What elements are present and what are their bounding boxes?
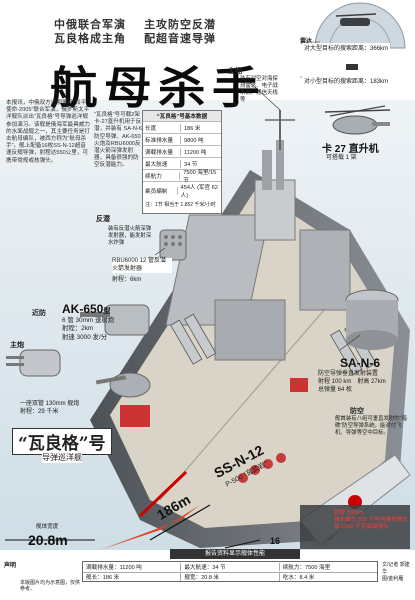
ak650-gun bbox=[80, 304, 150, 336]
radar-dome bbox=[314, 2, 406, 70]
rbu-launcher-name: RBU6000 12 管反潜火箭发射器 bbox=[112, 258, 172, 273]
helicopter-name: 卡 27 直升机 bbox=[322, 144, 379, 155]
red-launcher bbox=[120, 405, 150, 427]
spec-table-title: “瓦良格”号基本数据 bbox=[143, 111, 221, 121]
ship-type: 导弹巡洋舰 bbox=[42, 452, 82, 463]
vls-hatches bbox=[238, 453, 286, 483]
air-defense-label: 防空 bbox=[350, 408, 364, 415]
radar-air-range: 对大型目标的搜索距离：366km bbox=[302, 43, 391, 52]
table-row: 舰长：186 米舰宽：20.8 米吃水：8.4 米 bbox=[83, 571, 377, 582]
tagline-line: 中俄联合军演 bbox=[54, 19, 126, 31]
intro-article: 本报讯，中俄双方近期展开“和平使命-2005”联合军演，俄罗斯太平洋舰队派出“瓦… bbox=[6, 100, 90, 164]
rbu6000-launcher bbox=[159, 229, 187, 261]
table-row: 满载排水量：11200 吨最大航速：34 节续航力：7500 海里 bbox=[83, 562, 377, 572]
tagline-line: 瓦良格成主角 bbox=[54, 33, 126, 45]
tagline-line: 主攻防空反潜 bbox=[144, 19, 217, 31]
footer-table: 满载排水量：11200 吨最大航速：34 节续航力：7500 海里 舰长：186… bbox=[82, 561, 378, 582]
close-in-label: 近防 bbox=[32, 310, 46, 317]
asw-desc: 装有反潜火箭深弹发射器，能发射深水炸弹 bbox=[108, 226, 152, 246]
page-title: 航母杀手 bbox=[50, 63, 266, 114]
sa-n-6-name: SA-N-6 bbox=[340, 356, 381, 370]
air-defense-desc: 舰首装有八组可垂直发射的“暗礁”防空导弹系统，能对付飞机、导弹等空中目标。 bbox=[335, 416, 407, 436]
header-tagline: 中俄联合军演 瓦良格成主角 主攻防空反潜 配超音速导弹 bbox=[54, 18, 230, 46]
mid-article: “瓦良格”号可载2架卡-27直升机用于反潜，并装有 SA-N-6 防空导弹、AK… bbox=[94, 112, 142, 169]
ssm-specs: 射程 550km 弹头威力 350 千吨当量核弹头或 1000 千克高爆弹头 bbox=[334, 510, 408, 530]
ship-name-quote: “瓦良格”号 bbox=[12, 428, 112, 455]
main-gun-specs: 一座双管 130mm 舰炮 射程：29 千米 bbox=[20, 401, 80, 415]
rbu-range: 射程：6km bbox=[112, 277, 142, 283]
radar-label: 雷达 bbox=[300, 39, 313, 45]
asw-label: 反潜 bbox=[96, 216, 110, 223]
main-gun-label: 主炮 bbox=[10, 342, 24, 349]
tagline-line: 配超音速导弹 bbox=[144, 33, 217, 45]
mast-desc: 装有对空对海探测雷达、电子战系统、通信天线等 bbox=[240, 76, 278, 103]
sa-n-6-silo bbox=[345, 289, 399, 350]
beam-label: 舰体宽度 bbox=[36, 524, 59, 530]
footer-note-label: 声明 bbox=[4, 563, 17, 569]
ak650-name: AK-650型 bbox=[62, 302, 111, 316]
ka27-helicopter bbox=[324, 105, 391, 135]
ak650-specs: 6 管 30mm 速射炮 射程：2km 射速 3000 发/分 bbox=[62, 317, 115, 341]
superstructure bbox=[165, 110, 351, 361]
main-gun-inset bbox=[6, 349, 61, 377]
helicopter-count: 可搭载 1 架 bbox=[326, 155, 357, 161]
main-gun-turret bbox=[95, 372, 151, 398]
footer-table-title: 报告资料显示舰体性能 bbox=[170, 549, 300, 559]
mast-label: 主桅 bbox=[228, 68, 242, 75]
spec-note: 注：1节 相当于 1.852 千米/小时 bbox=[145, 202, 216, 208]
footer-note: 本版图片均为示意图，仅供参考。 bbox=[20, 580, 81, 592]
ssm-missile-inset bbox=[299, 454, 411, 549]
ssm-count: 16 bbox=[270, 536, 281, 546]
sa-n-6-specs: 防空导弹垂直发射装置 射程 100 km 射高 27km 总弹量 64 枚 bbox=[318, 371, 386, 393]
credits: 文/记者 郭建华 图/金利雁 bbox=[382, 562, 410, 582]
ship-beam: 20.8m bbox=[28, 532, 68, 548]
dimension-lines bbox=[5, 504, 261, 549]
radar-surface-range: 对小型目标的搜索距离：183km bbox=[302, 76, 391, 85]
